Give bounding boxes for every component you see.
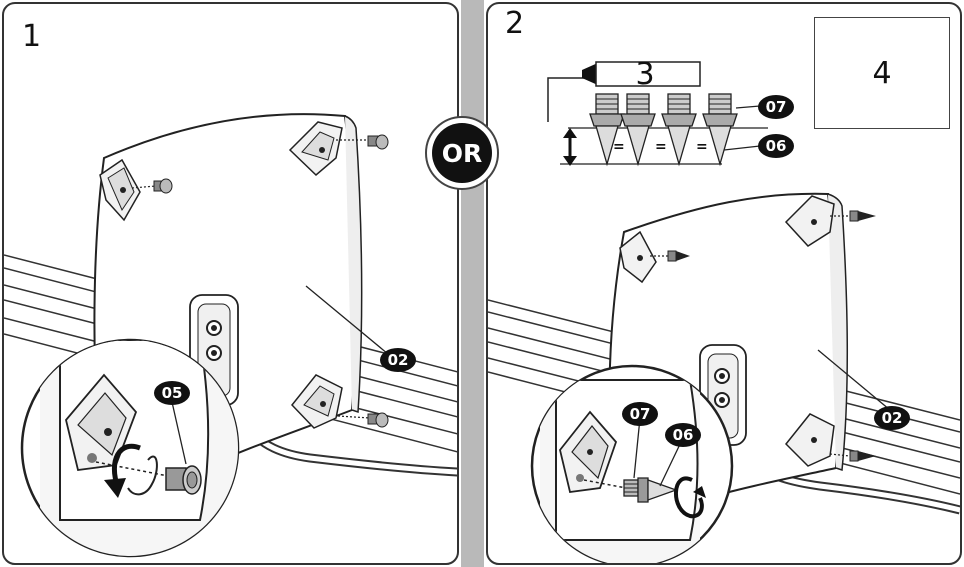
callout-06-zoom: 06 bbox=[665, 423, 701, 447]
callout-02-step1: 02 bbox=[380, 348, 416, 372]
foot-screw-top-right bbox=[336, 134, 389, 150]
spike-set-illustration bbox=[547, 61, 768, 167]
callout-05: 05 bbox=[154, 381, 190, 405]
corner-socket-2-top-right bbox=[784, 195, 835, 247]
panel-2-frame bbox=[486, 2, 962, 565]
quantity-label: 3 bbox=[635, 57, 655, 92]
step-4-number: 4 bbox=[872, 56, 892, 91]
foot-screw-bottom-right bbox=[337, 412, 389, 428]
spike-zoom bbox=[623, 477, 678, 503]
step-4-box: 4 bbox=[814, 17, 950, 129]
corner-socket-bottom-right bbox=[291, 374, 343, 429]
panel-2-art bbox=[488, 61, 960, 563]
foot-05-zoom bbox=[165, 465, 202, 495]
corner-socket-top-right bbox=[288, 121, 343, 177]
or-text: OR bbox=[441, 139, 483, 168]
panel-1-frame bbox=[2, 2, 459, 565]
corner-socket-2-top-left bbox=[619, 230, 657, 284]
callout-02-step2: 02 bbox=[874, 406, 910, 430]
equals-sign-1: = bbox=[613, 139, 625, 155]
callout-06-top: 06 bbox=[758, 134, 794, 158]
foot-screw-top-left bbox=[131, 178, 173, 194]
step-1-number: 1 bbox=[22, 19, 42, 54]
divider-bar bbox=[461, 0, 484, 567]
callout-07-zoom: 07 bbox=[622, 402, 658, 426]
step-2-number: 2 bbox=[505, 6, 525, 41]
callout-07-top: 07 bbox=[758, 95, 794, 119]
height-arrow-icon bbox=[563, 128, 577, 166]
corner-socket-top-left bbox=[99, 158, 141, 222]
spike-top-right bbox=[830, 210, 876, 222]
equals-sign-2: = bbox=[655, 139, 667, 155]
spike-bottom-right bbox=[829, 450, 876, 462]
corner-socket-2-bottom-right bbox=[784, 413, 835, 467]
panel-1-art bbox=[4, 113, 457, 558]
spike-top-left bbox=[650, 250, 690, 262]
or-badge bbox=[425, 116, 499, 190]
equals-sign-3: = bbox=[696, 139, 708, 155]
